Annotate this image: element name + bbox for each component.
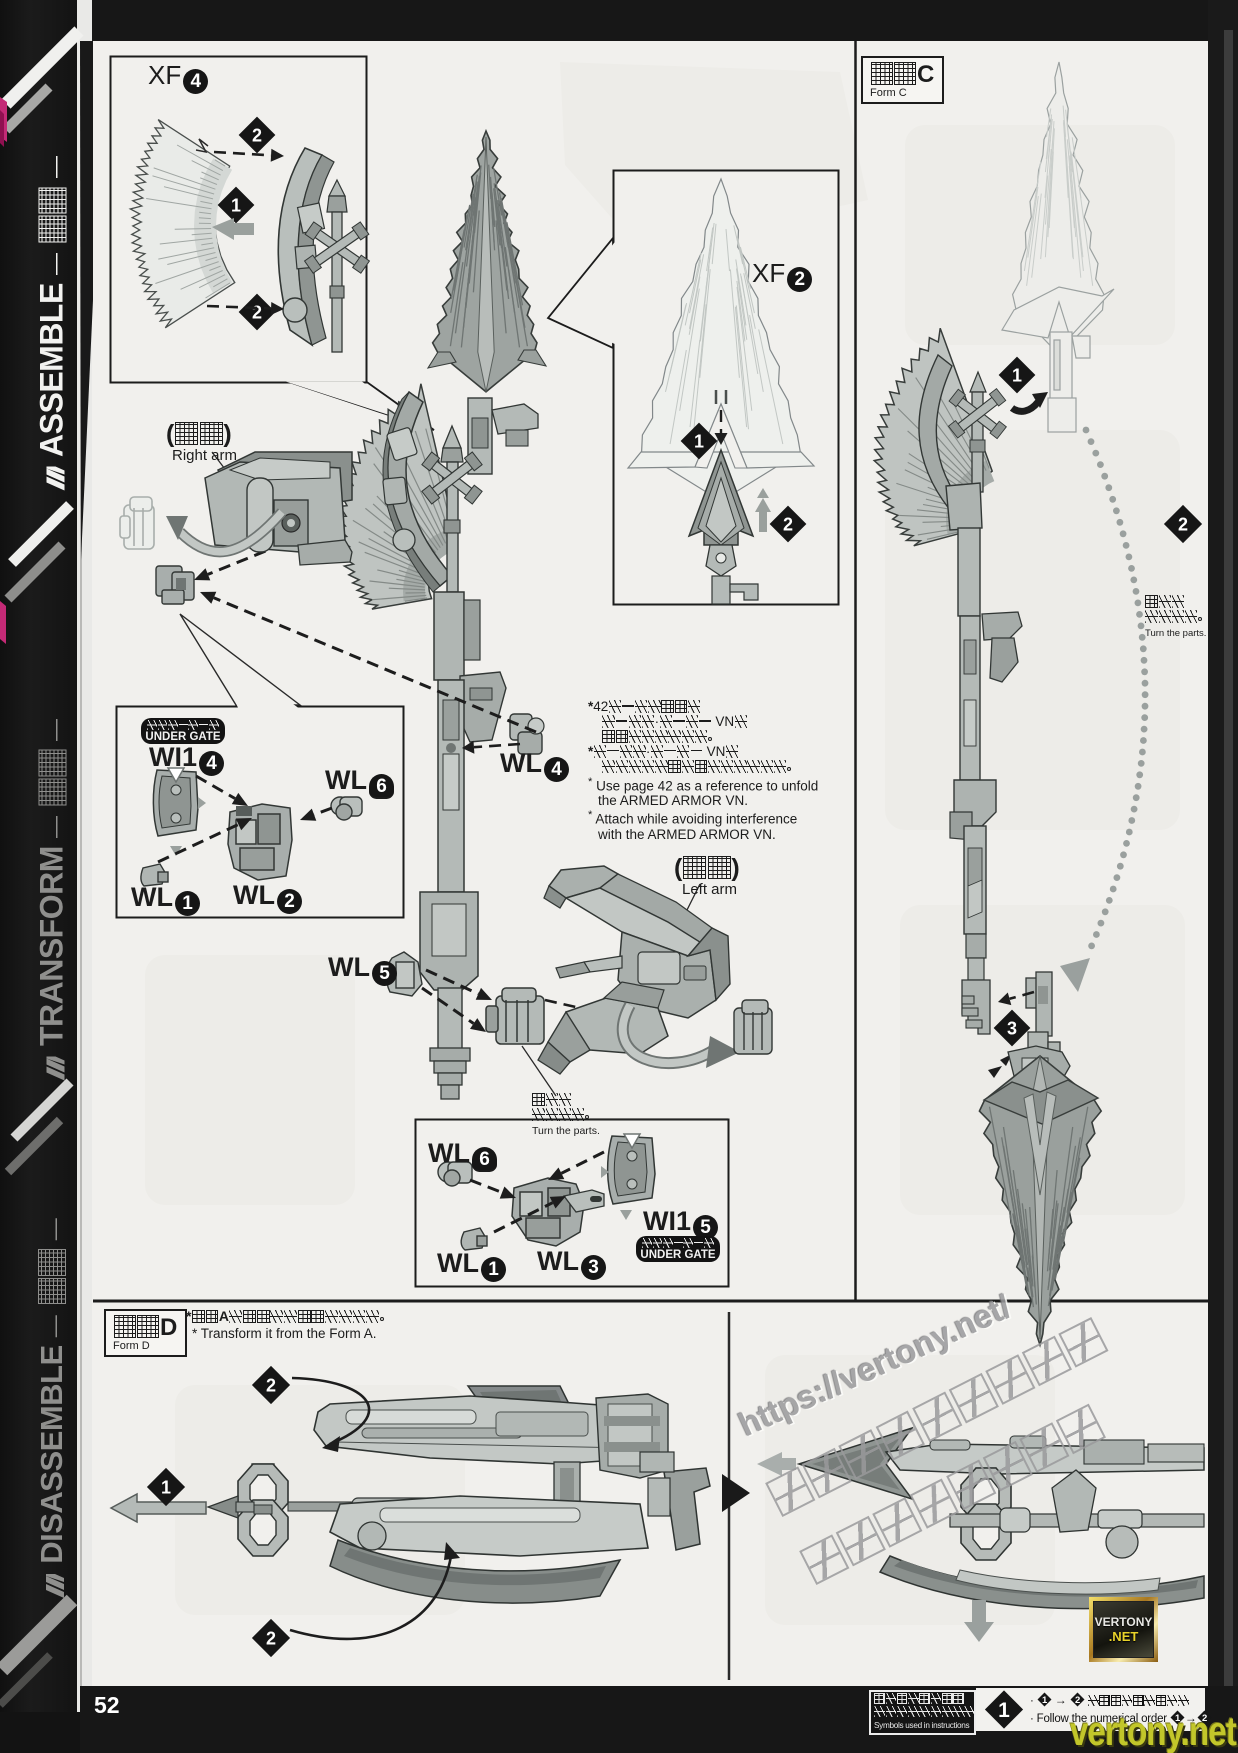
svg-text:2: 2: [1202, 1713, 1207, 1724]
svg-text:1: 1: [1042, 1695, 1048, 1706]
svg-text:1: 1: [231, 195, 241, 215]
svg-text:2: 2: [252, 302, 262, 322]
svg-text:3: 3: [1007, 1018, 1017, 1038]
svg-text:2: 2: [783, 514, 793, 534]
svg-text:1: 1: [161, 1477, 171, 1497]
svg-text:1: 1: [998, 1699, 1010, 1722]
svg-text:2: 2: [266, 1628, 276, 1648]
svg-text:2: 2: [252, 125, 262, 145]
svg-text:2: 2: [266, 1375, 276, 1395]
svg-text:2: 2: [1178, 514, 1188, 534]
svg-text:1: 1: [1175, 1713, 1181, 1724]
svg-text:2: 2: [1075, 1695, 1080, 1706]
svg-text:1: 1: [694, 431, 704, 451]
svg-text:1: 1: [1012, 365, 1022, 385]
